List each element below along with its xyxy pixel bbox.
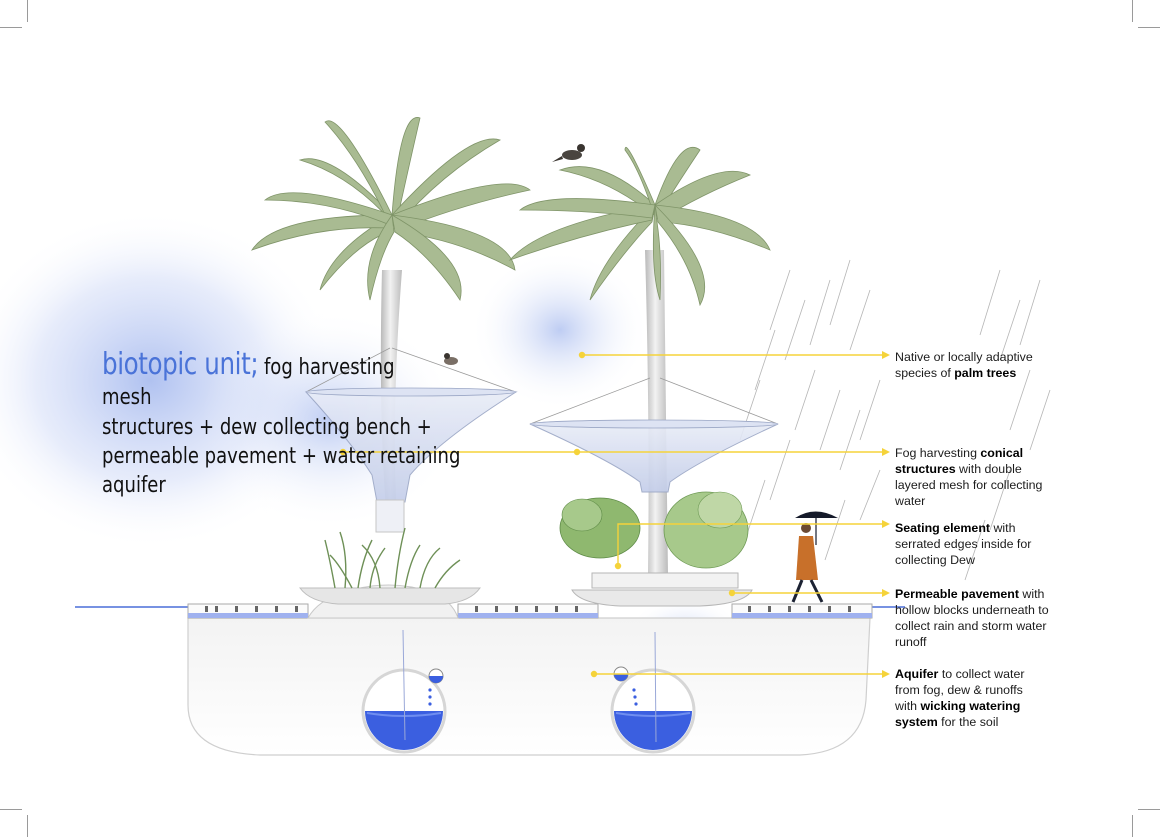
crop-mark: [1138, 27, 1160, 28]
crop-mark: [0, 27, 22, 28]
bird-top: [552, 144, 585, 162]
annotation-palm-trees: Native or locally adaptive species of pa…: [895, 349, 1065, 381]
aquifer-tank-left: [361, 629, 447, 754]
fog-cone-right: [529, 377, 779, 493]
annotation-text: Native or locally adaptive species of: [895, 350, 1033, 380]
annotation-text: with double layered mesh for collecting …: [895, 462, 1043, 508]
crop-mark: [1132, 815, 1133, 837]
crop-mark: [1138, 809, 1160, 810]
grasses: [324, 527, 461, 589]
permeable-pavement: [187, 603, 873, 619]
crop-mark: [0, 809, 22, 810]
crop-mark: [1132, 0, 1133, 22]
leader-lines: [339, 351, 882, 678]
annotation-conical-structures: Fog harvesting conical structures with d…: [895, 445, 1045, 509]
title-line3: permeable pavement + water retaining: [102, 444, 461, 469]
crop-mark: [27, 0, 28, 22]
annotation-text: with hollow blocks underneath to collect…: [895, 587, 1049, 649]
person-with-umbrella: [791, 511, 838, 603]
ground-section: [75, 606, 905, 756]
leader-arrowheads: [882, 351, 890, 678]
fog-cone-left: [304, 347, 518, 533]
annotation-bold: conical structures: [895, 446, 1024, 476]
rain-streaks: [739, 259, 1051, 581]
title-line1-rest: fog harvesting mesh: [102, 355, 395, 410]
annotation-seating-element: Seating element with serrated edges insi…: [895, 520, 1045, 568]
annotation-text: with serrated edges inside for collectin…: [895, 521, 1032, 567]
diagram-title: biotopic unit; fog harvesting mesh struc…: [102, 347, 461, 500]
seating-element: [571, 572, 753, 607]
planter-mound: [299, 584, 481, 619]
palm-tree-left: [250, 117, 531, 530]
annotation-bold: palm trees: [954, 366, 1017, 380]
annotation-bold: Permeable pavement: [895, 587, 1019, 601]
annotation-text: for the soil: [937, 715, 999, 729]
annotation-bold: Seating element: [895, 521, 991, 535]
annotation-aquifer: Aquifer to collect water from fog, dew &…: [895, 666, 1045, 730]
title-line2: structures + dew collecting bench +: [102, 415, 432, 440]
title-highlight: biotopic unit;: [102, 347, 259, 382]
bird-cone: [444, 353, 458, 365]
annotation-text: Fog harvesting: [895, 446, 981, 460]
title-line4: aquifer: [102, 473, 166, 498]
annotation-text: to collect water from fog, dew & runoffs…: [895, 667, 1025, 713]
annotation-bold: wicking watering system: [895, 699, 1021, 729]
annotation-permeable-pavement: Permeable pavement with hollow blocks un…: [895, 586, 1055, 650]
shrubs: [559, 491, 749, 569]
annotation-bold: Aquifer: [895, 667, 939, 681]
aquifer-tank-right: [610, 631, 696, 754]
palm-tree-right: [508, 146, 771, 575]
crop-mark: [27, 815, 28, 837]
